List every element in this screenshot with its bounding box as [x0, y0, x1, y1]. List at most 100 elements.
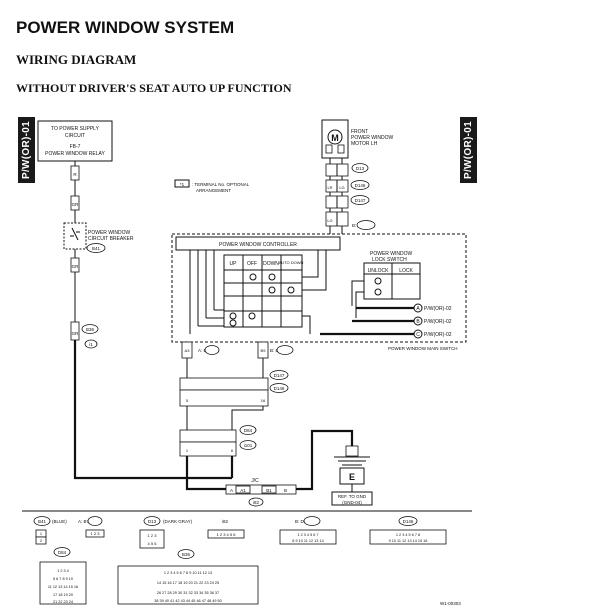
pinout-d13-title: D13 [148, 519, 157, 524]
connector-i101 [179, 441, 237, 457]
breaker-line-1: POWER WINDOW [88, 230, 130, 236]
connector-b7-prefix: A: B7 [198, 348, 210, 353]
terminal-note-symbol: *1 [180, 182, 185, 187]
motor-line-2: POWER WINDOW [351, 135, 393, 141]
breaker-line-2: CIRCUIT BREAKER [88, 236, 134, 242]
output-b-letter: B [416, 319, 420, 325]
connector-i82-label: i82 [253, 500, 260, 505]
output-b: B P/W(OR)-02 [413, 316, 452, 326]
svg-text:21 22 23 24: 21 22 23 24 [53, 600, 73, 604]
output-c-letter: C [416, 332, 420, 338]
footer-code: W1-00303 [440, 601, 461, 606]
wire-label-6: 6 [231, 448, 234, 453]
jc-a1: A1 [240, 488, 246, 493]
svg-text:26 27 28 29 30 31 32 33 34 35: 26 27 28 29 30 31 32 33 34 35 36 37 [157, 591, 219, 595]
connector-breaker-top [70, 195, 80, 211]
output-c: C P/W(OR)-02 [413, 329, 452, 339]
wire-label-a3: A3 [185, 348, 191, 353]
motor-line-1: FRONT [351, 129, 368, 135]
output-a: A P/W(OR)-02 [413, 303, 452, 313]
power-supply-box: TO POWER SUPPLY CIRCUIT FB-7 POWER WINDO… [37, 120, 113, 162]
wire-label-b9: B9 [261, 348, 267, 353]
pinout-b41-title: B41 [38, 519, 47, 524]
lock-switch-unlock: UNLOCK [368, 268, 390, 274]
switch-col-up: UP [230, 261, 238, 267]
svg-text:1 2 3 4 5 6: 1 2 3 4 5 6 [217, 532, 237, 537]
switch-col-down: DOWN [263, 261, 279, 267]
pinout-d13: D13 (DARK GRAY) 1 2 3 4 5 6 [139, 516, 193, 549]
connector-d147-bottom-label: D147 [274, 373, 285, 378]
svg-text:1 2 3 4 5 6 7: 1 2 3 4 5 6 7 [297, 533, 318, 537]
connector-supply [70, 165, 80, 181]
motor-line-3: MOTOR LH [351, 141, 378, 147]
wire-label-5: 5 [186, 398, 189, 403]
supply-line-3: FB-7 [70, 144, 81, 150]
jc-a: A [230, 488, 233, 493]
lock-switch-line-2: LOCK SWITCH [372, 257, 407, 263]
connector-d147-top-label: D147 [355, 198, 366, 203]
controller-label: POWER WINDOW CONTROLLER [219, 242, 297, 248]
wire-label-r: R [73, 172, 77, 177]
page-title: POWER WINDOW SYSTEM [16, 18, 235, 37]
pinout-i82-title: i82 [222, 519, 229, 524]
svg-text:5 6 7 8 9 10: 5 6 7 8 9 10 [53, 577, 73, 581]
pinout-b7-title: A: B7 [78, 519, 90, 524]
output-b-target: P/W(OR)-02 [424, 319, 452, 325]
lock-switch: POWER WINDOW LOCK SWITCH UNLOCK LOCK [363, 251, 421, 300]
supply-line-2: CIRCUIT [65, 133, 85, 139]
svg-text:2: 2 [40, 538, 43, 543]
terminal-note-line-1: : TERMINAL No. OPTIONAL [192, 182, 250, 187]
wire-label-1: 1 [186, 448, 189, 453]
circuit-breaker: POWER WINDOW CIRCUIT BREAKER B41 [63, 222, 134, 253]
pinout-d84: D84 1 2 3 4 5 6 7 8 9 10 11 12 13 14 15 … [39, 547, 87, 605]
main-switch-label: POWER WINDOW MAIN SWITCH [388, 346, 458, 351]
svg-text:38 39 40 41 42 43 44 45 46 47: 38 39 40 41 42 43 44 45 46 47 48 49 50 [154, 599, 222, 603]
connector-d13-label: D13 [356, 166, 365, 171]
pinout-b36-title: B36 [182, 552, 191, 557]
wire-label-gr-3: GR [72, 331, 80, 336]
pinout-d146-title: D146 [403, 519, 414, 524]
svg-text:17 18 19 20: 17 18 19 20 [53, 593, 73, 597]
pinout-d146: D146 1 2 3 4 5 6 7 8 9 10 11 12 13 14 15… [369, 516, 447, 545]
motor-wire-lr: LR [327, 185, 332, 190]
connector-d146-bottom-label: D146 [274, 386, 285, 391]
svg-text:1 2 3 4 5 6 7 8: 1 2 3 4 5 6 7 8 [396, 533, 420, 537]
motor-wire-lg: LG [339, 185, 344, 190]
connector-i101-label: i101 [244, 443, 253, 448]
pinout-b7: A: B7 1 2 3 [78, 516, 105, 538]
main-switch-box [171, 233, 467, 343]
connector-d84 [179, 429, 237, 443]
jc-b: B [284, 488, 287, 493]
terminal-note: *1 : TERMINAL No. OPTIONAL ARRANGEMENT [174, 179, 250, 193]
svg-text:1 2 3: 1 2 3 [148, 533, 158, 538]
connector-d84-label: D84 [244, 428, 253, 433]
pinout-b41-color: (BLUE) [52, 519, 67, 524]
lock-switch-line-1: POWER WINDOW [370, 251, 412, 257]
pinout-i82: i82 1 2 3 4 5 6 [207, 519, 245, 539]
switch-col-auto-down: AUTO DOWN [279, 260, 304, 265]
connector-d146-top-label: D146 [355, 183, 366, 188]
pinout-d93: B: D93 1 2 3 4 5 6 7 8 9 10 11 12 13 14 [279, 516, 337, 545]
diagram-subtitle: WIRING DIAGRAM [16, 52, 137, 67]
pinout-d84-title: D84 [58, 550, 67, 555]
ground-ref-2: (GND-04) [342, 500, 362, 505]
supply-line-4: POWER WINDOW RELAY [45, 151, 105, 157]
svg-text:1: 1 [40, 531, 43, 536]
svg-text:9 10 11 12 13 14 15 16: 9 10 11 12 13 14 15 16 [389, 539, 428, 543]
output-a-letter: A [416, 306, 420, 312]
supply-line-1: TO POWER SUPPLY [51, 126, 100, 132]
pinout-d13-color: (DARK GRAY) [163, 519, 193, 524]
jc-b1: B1 [266, 488, 272, 493]
wire-label-16: 16 [261, 398, 266, 403]
switch-col-off: OFF [247, 261, 257, 267]
power-window-controller: POWER WINDOW CONTROLLER [175, 236, 341, 251]
jc-label: J/C [251, 478, 259, 484]
pinout-d93-title: B: D93 [295, 519, 309, 524]
svg-text:1 2 3: 1 2 3 [91, 531, 101, 536]
svg-text:1 2 3 4: 1 2 3 4 [57, 569, 69, 573]
ground-letter: E [349, 472, 355, 482]
wire-label-gr-2: GR [72, 264, 80, 269]
svg-text:1 2 3 4 5 6 7 8 9 10 11 12 13: 1 2 3 4 5 6 7 8 9 10 11 12 13 [164, 571, 212, 575]
terminal-note-line-2: ARRANGEMENT [196, 188, 231, 193]
